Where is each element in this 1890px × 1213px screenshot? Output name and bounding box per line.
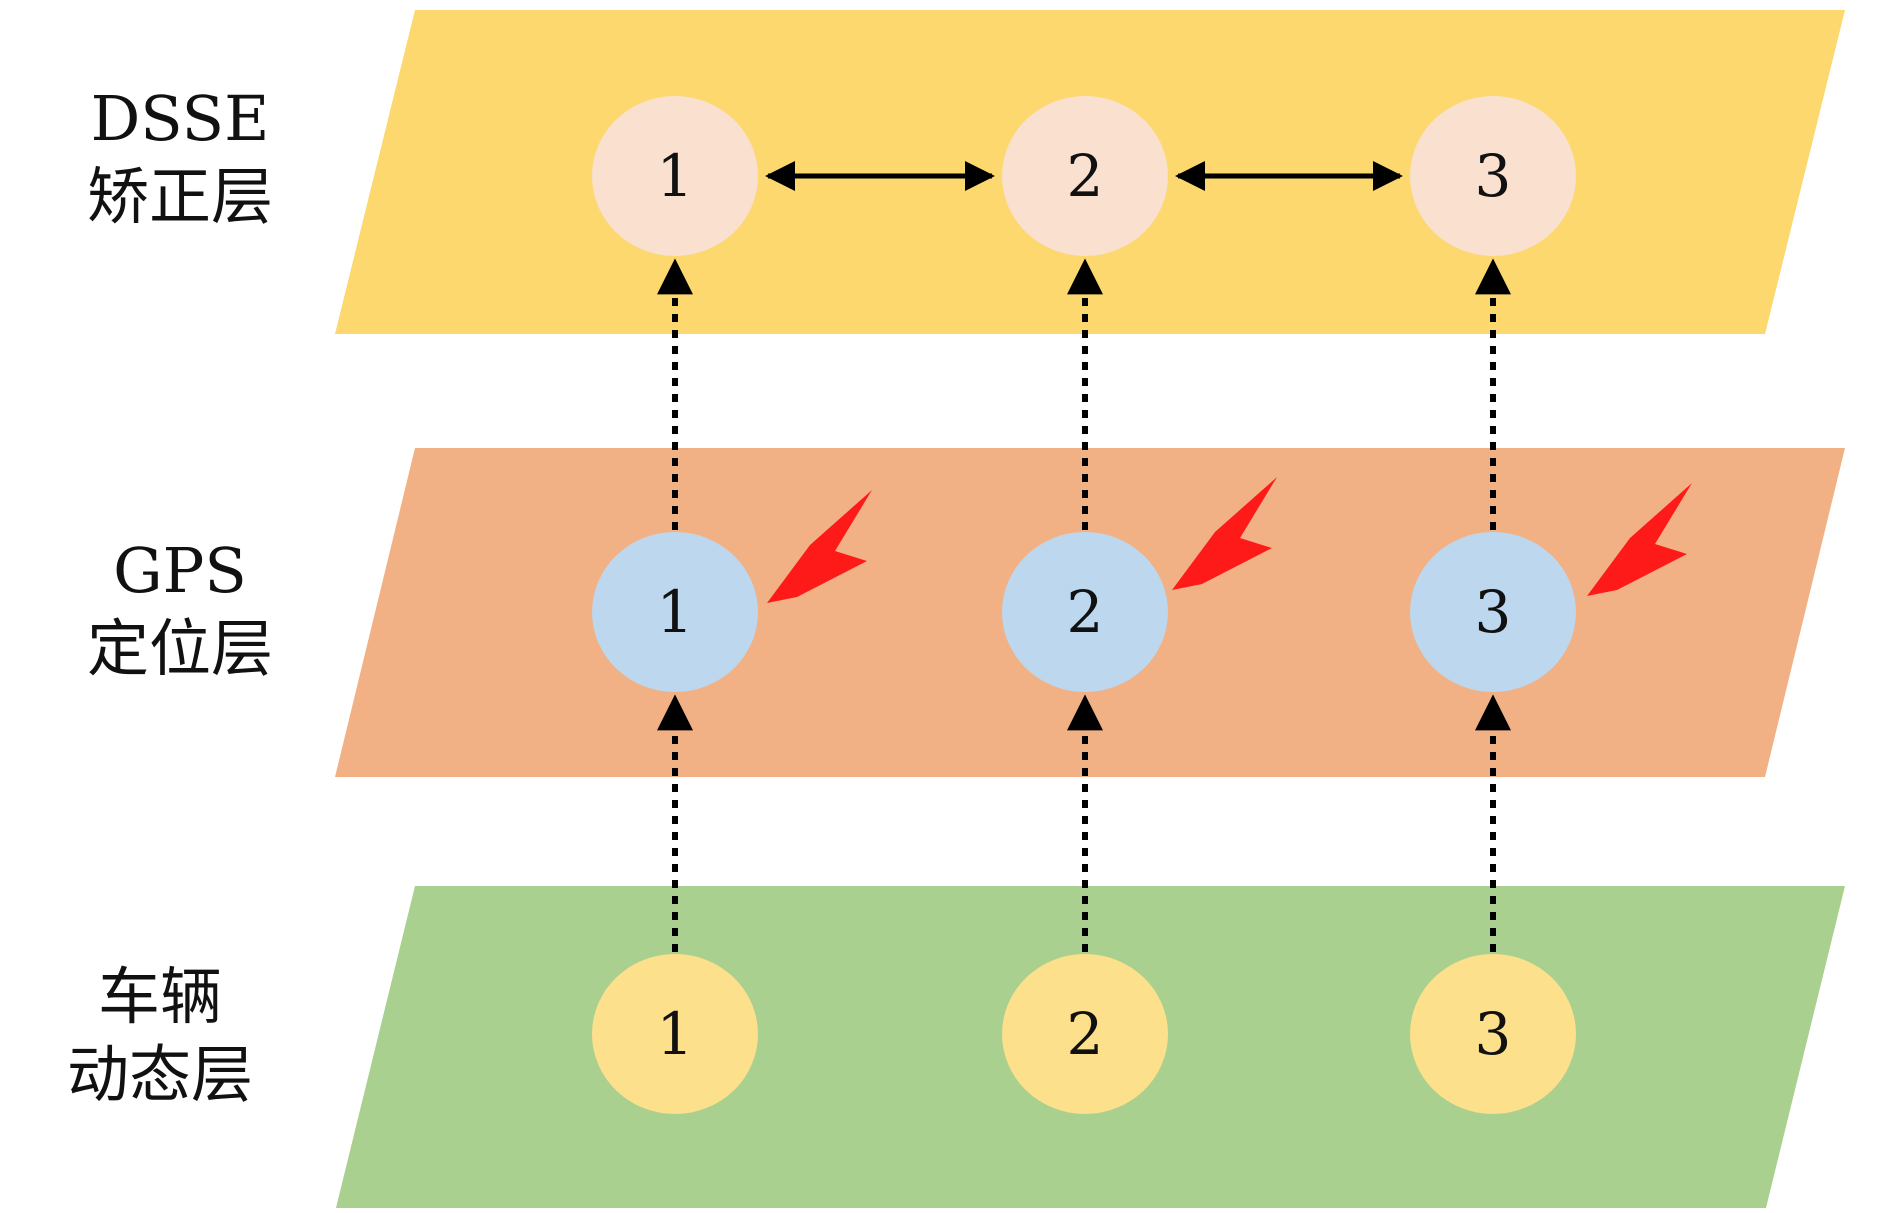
node-label: 1 <box>657 578 694 646</box>
lightning-bolt-icon <box>767 490 872 603</box>
node-label: 2 <box>1067 1000 1104 1068</box>
node-circle <box>1410 532 1576 692</box>
layer-label-gps-line1: GPS <box>113 534 247 607</box>
node-label: 1 <box>657 142 694 210</box>
layer-label-dsse-line2: 矫正层 <box>86 160 273 233</box>
layer-label-vehicle: 车辆 动态层 <box>0 958 320 1114</box>
layer-label-vehicle-line2: 动态层 <box>66 1038 253 1111</box>
node-vehicle-3: 3 <box>1410 954 1576 1114</box>
lightning-bolt-icon <box>1587 483 1692 596</box>
node-circle <box>1410 96 1576 256</box>
layer-label-vehicle-line1: 车辆 <box>97 960 222 1033</box>
layer-label-dsse-line1: DSSE <box>90 82 270 155</box>
node-label: 2 <box>1067 142 1104 210</box>
node-circle <box>592 96 758 256</box>
node-label: 3 <box>1475 1000 1512 1068</box>
node-circle <box>592 954 758 1114</box>
node-circle <box>592 532 758 692</box>
node-gps-1: 1 <box>592 532 758 692</box>
node-dsse-2: 2 <box>1002 96 1168 256</box>
node-gps-2: 2 <box>1002 532 1168 692</box>
node-circle <box>1002 954 1168 1114</box>
node-vehicle-1: 1 <box>592 954 758 1114</box>
node-label: 3 <box>1475 578 1512 646</box>
layer-label-gps: GPS 定位层 <box>20 532 340 688</box>
node-vehicle-2: 2 <box>1002 954 1168 1114</box>
node-circle <box>1410 954 1576 1114</box>
lightning-bolt-icon <box>1172 477 1277 590</box>
node-circle <box>1002 532 1168 692</box>
node-circle <box>1002 96 1168 256</box>
node-label: 1 <box>657 1000 694 1068</box>
node-dsse-1: 1 <box>592 96 758 256</box>
node-label: 3 <box>1475 142 1512 210</box>
layer-label-gps-line2: 定位层 <box>86 612 273 685</box>
node-label: 2 <box>1067 578 1104 646</box>
node-dsse-3: 3 <box>1410 96 1576 256</box>
node-gps-3: 3 <box>1410 532 1576 692</box>
layer-label-dsse: DSSE 矫正层 <box>20 80 340 236</box>
